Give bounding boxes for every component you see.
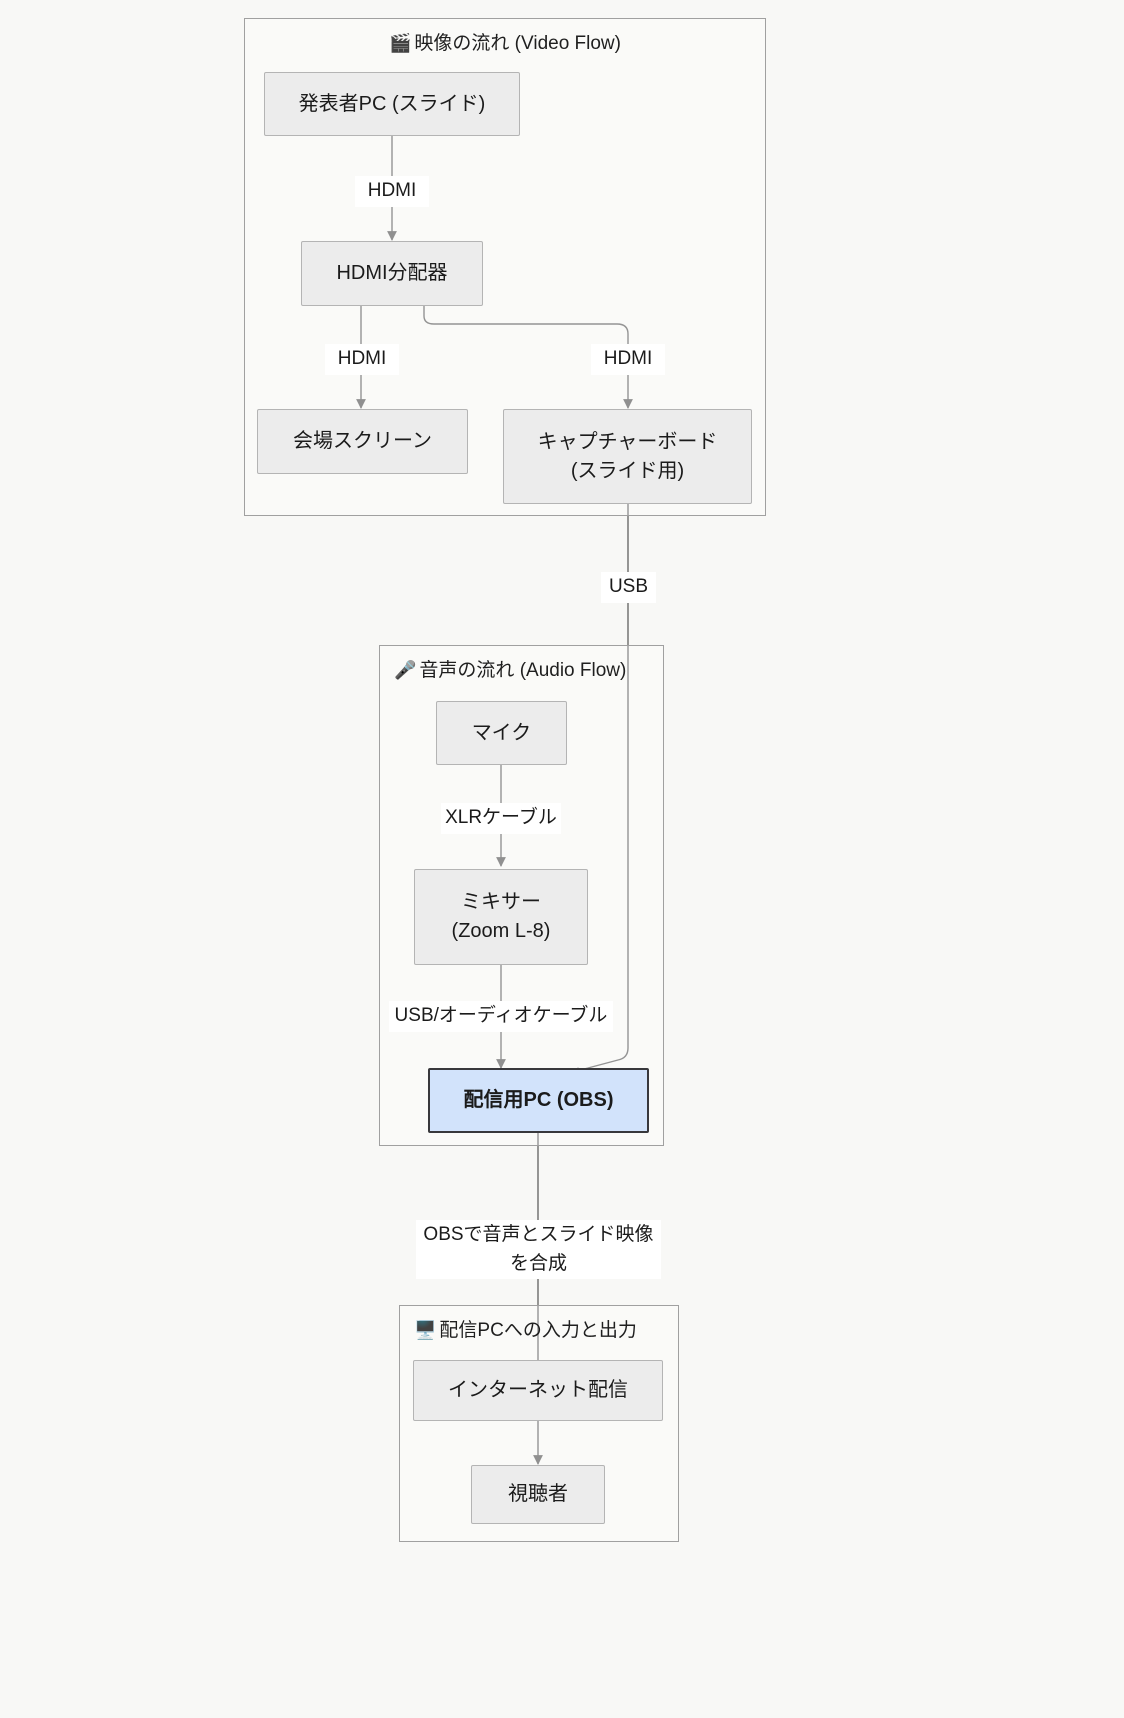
edge-label-capture-to-pc: USB	[601, 572, 656, 603]
node-viewers[interactable]: 視聴者	[471, 1465, 605, 1524]
clapperboard-icon: 🎬	[388, 33, 412, 53]
node-capture-board-line-2: (スライド用)	[570, 459, 685, 482]
subgraph-video-flow-label: 映像の流れ (Video Flow)	[414, 33, 621, 54]
edge-label-presenter-to-splitter: HDMI	[355, 176, 429, 207]
node-presenter-pc[interactable]: 発表者PC (スライド)	[264, 72, 520, 136]
node-internet-stream[interactable]: インターネット配信	[413, 1360, 663, 1421]
edge-label-mic-to-mixer-line-1: XLRケーブル	[445, 807, 557, 828]
node-capture-board[interactable]: キャプチャーボード (スライド用)	[503, 409, 752, 504]
subgraph-audio-flow-title: 🎤音声の流れ (Audio Flow)	[380, 655, 663, 682]
node-hdmi-splitter[interactable]: HDMI分配器	[301, 241, 483, 306]
edge-label-pc-to-internet: OBSで音声とスライド映像 を合成	[416, 1220, 661, 1279]
node-streaming-pc[interactable]: 配信用PC (OBS)	[428, 1068, 649, 1133]
edge-label-pc-to-internet-line-1: OBSで音声とスライド映像	[423, 1224, 654, 1245]
edge-label-mixer-to-pc: USB/オーディオケーブル	[389, 1001, 613, 1032]
edge-label-presenter-to-splitter-line-1: HDMI	[367, 180, 417, 201]
monitor-icon: 🖥️	[414, 1320, 437, 1340]
edge-label-capture-to-pc-line-1: USB	[608, 576, 649, 597]
node-presenter-pc-line-1: 発表者PC (スライド)	[298, 92, 486, 115]
edge-label-mixer-to-pc-line-1: USB/オーディオケーブル	[394, 1005, 608, 1026]
subgraph-audio-flow-label: 音声の流れ (Audio Flow)	[419, 660, 627, 681]
edge-label-splitter-to-screen-line-1: HDMI	[337, 348, 387, 369]
edge-label-mic-to-mixer: XLRケーブル	[441, 803, 561, 834]
node-hdmi-splitter-line-1: HDMI分配器	[336, 262, 448, 284]
node-venue-screen[interactable]: 会場スクリーン	[257, 409, 468, 474]
node-microphone[interactable]: マイク	[436, 701, 567, 765]
edge-label-splitter-to-capture-line-1: HDMI	[603, 348, 653, 369]
microphone-icon: 🎤	[394, 660, 417, 680]
node-microphone-line-1: マイク	[471, 721, 532, 744]
node-mixer-line-1: ミキサー	[461, 891, 541, 913]
node-venue-screen-line-1: 会場スクリーン	[293, 430, 432, 452]
node-capture-board-line-1: キャプチャーボード	[537, 430, 718, 453]
node-internet-stream-line-1: インターネット配信	[448, 1379, 628, 1401]
edge-label-pc-to-internet-line-2: を合成	[509, 1252, 567, 1274]
edge-label-splitter-to-capture: HDMI	[591, 344, 665, 375]
node-viewers-line-1: 視聴者	[508, 1483, 568, 1505]
subgraph-streaming-pc-io-label: 配信PCへの入力と出力	[439, 1320, 637, 1341]
node-mixer-line-2: (Zoom L-8)	[451, 920, 551, 942]
edge-label-splitter-to-screen: HDMI	[325, 344, 399, 375]
subgraph-streaming-pc-io-title: 🖥️配信PCへの入力と出力	[400, 1315, 678, 1342]
node-mixer[interactable]: ミキサー (Zoom L-8)	[414, 869, 588, 965]
node-streaming-pc-line-1: 配信用PC (OBS)	[463, 1089, 614, 1111]
subgraph-video-flow-title: 🎬映像の流れ (Video Flow)	[245, 28, 765, 55]
